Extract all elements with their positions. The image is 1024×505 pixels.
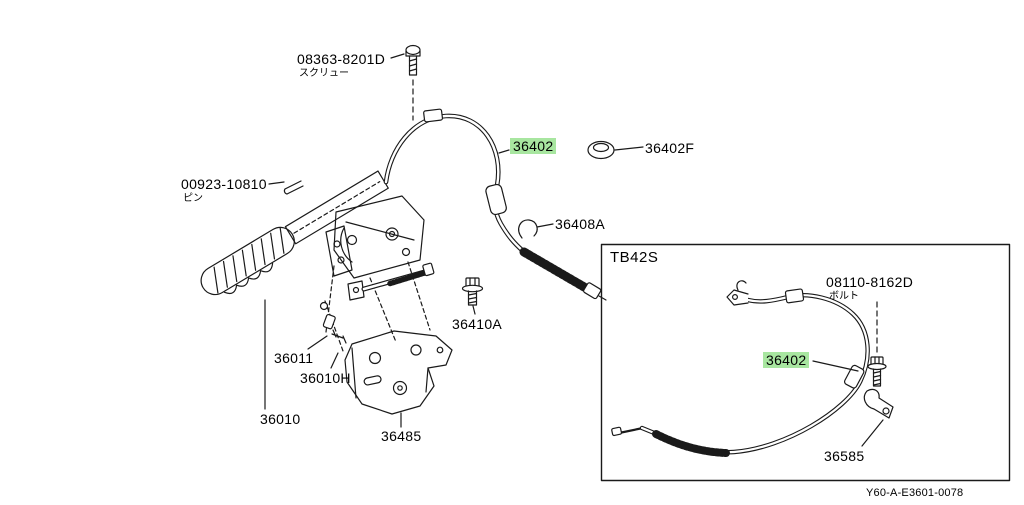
part-note-screw: スクリュー	[299, 68, 349, 79]
inset-bolt-drawing	[867, 301, 887, 387]
part-label-36402-inset[interactable]: 36402	[763, 352, 810, 368]
brake-lever-drawing	[200, 170, 435, 343]
figure-code: Y60-A-E3601-0078	[866, 487, 964, 499]
small-hardware-drawing	[319, 300, 347, 352]
inset-title-tb42s: TB42S	[610, 249, 659, 266]
screw-drawing	[405, 44, 421, 76]
part-label-36585[interactable]: 36585	[824, 448, 865, 464]
bracket-plate-drawing	[344, 330, 453, 415]
main-cable-drawing	[383, 108, 607, 301]
inset-cable-drawing	[611, 280, 870, 457]
part-note-bolt: ボルト	[829, 291, 859, 302]
leader-lines-main	[264, 53, 644, 428]
part-label-08110-8162d[interactable]: 08110-8162D	[826, 274, 914, 290]
clip-drawing	[518, 219, 538, 239]
part-label-36410a[interactable]: 36410A	[452, 316, 503, 332]
cap-drawing	[587, 140, 615, 160]
inset-cable-leader	[812, 360, 859, 372]
part-label-36010h[interactable]: 36010H	[300, 370, 351, 386]
bolt-drawing	[461, 277, 484, 306]
part-label-36011[interactable]: 36011	[274, 350, 314, 366]
part-label-08363-8201d[interactable]: 08363-8201D	[297, 51, 386, 67]
inset-box	[600, 243, 1011, 482]
part-label-00923-10810[interactable]: 00923-10810	[181, 176, 267, 192]
part-label-36408a[interactable]: 36408A	[555, 216, 606, 232]
inset-clamp-drawing	[861, 388, 894, 447]
part-label-36402f[interactable]: 36402F	[645, 140, 695, 156]
part-label-36485[interactable]: 36485	[381, 428, 422, 444]
part-label-36402-main[interactable]: 36402	[510, 138, 557, 154]
part-note-pin: ピン	[183, 193, 203, 204]
pin-drawing	[283, 180, 304, 195]
part-label-36010[interactable]: 36010	[260, 411, 301, 427]
